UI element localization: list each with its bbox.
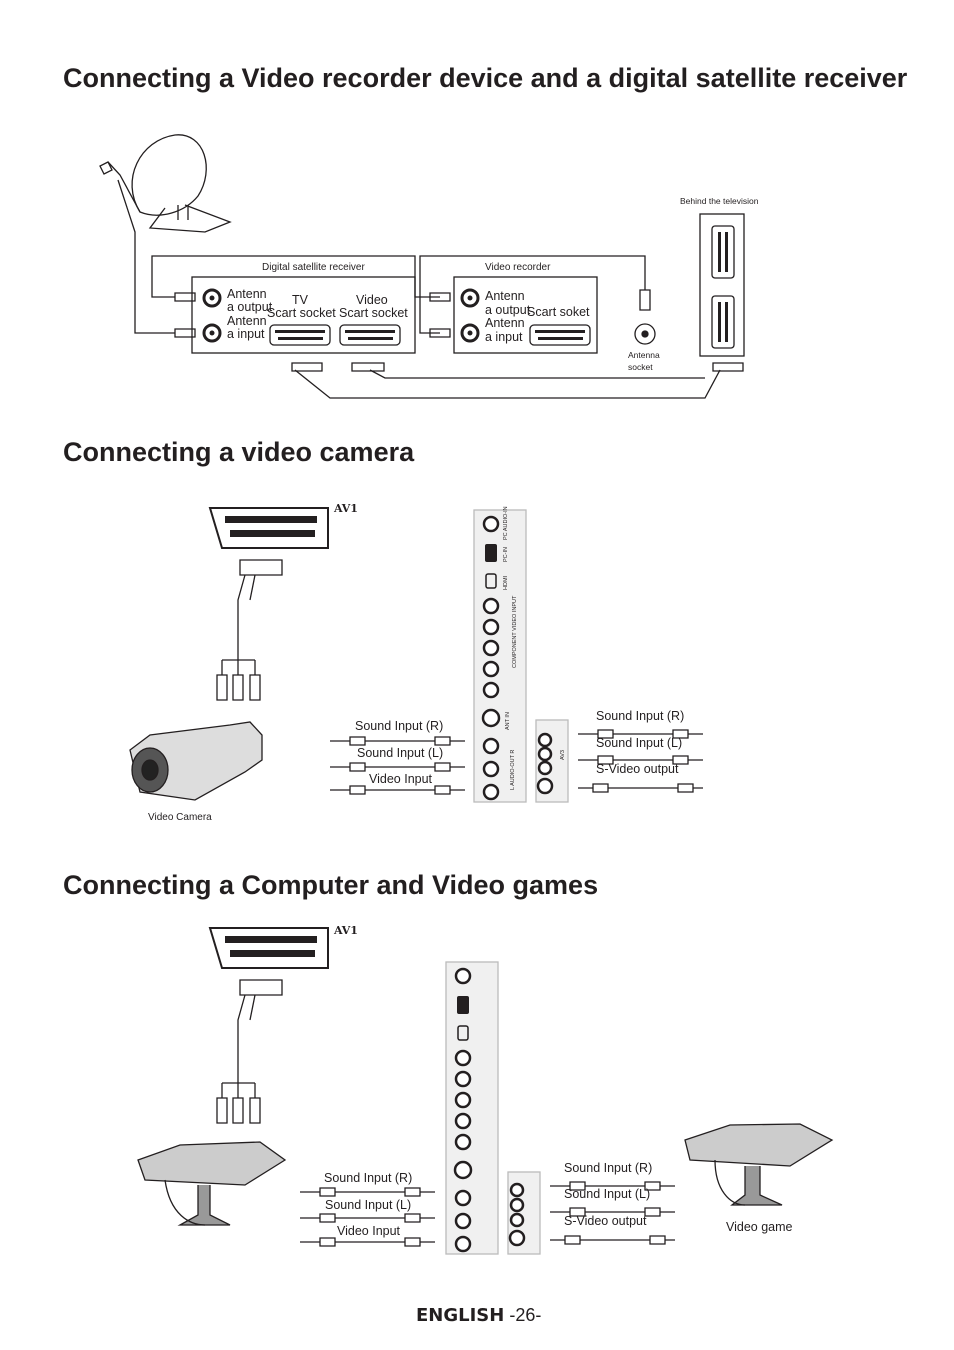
games-diagram	[137, 927, 834, 1255]
panel-pc-audio-label: PC AUDIO-IN	[503, 506, 509, 540]
satellite-receiver-box	[191, 276, 416, 354]
receiver-antenna-in-1: Antenn	[227, 314, 267, 328]
game-console-right-icon	[684, 1123, 834, 1167]
video-recorder-box	[453, 276, 598, 354]
tv-back-panel	[699, 213, 745, 357]
games-right-sound-l-label: Sound Input (L)	[564, 1187, 651, 1201]
antenna-socket-label-2: socket	[628, 362, 653, 372]
game-console-left-icon	[137, 1141, 287, 1186]
games-sound-l-label: Sound Input (L)	[325, 1198, 412, 1212]
panel-hdmi-label: HDMI	[503, 575, 509, 590]
footer-language: ENGLISH	[416, 1305, 505, 1326]
behind-tv-label: Behind the television	[680, 196, 759, 206]
camera-diagram	[129, 507, 703, 803]
panel-ant-in-label: ANT IN	[505, 712, 511, 730]
camera-svideo-label: S-Video output	[596, 762, 679, 776]
section-title-camera: Connecting a video camera	[63, 437, 415, 467]
video-camera-label: Video Camera	[148, 812, 212, 823]
section-title-satellite: Connecting a Video recorder device and a…	[63, 63, 908, 93]
panel-audio-out-label: L AUDIO-OUT R	[510, 749, 516, 790]
recorder-antenna-in-1: Antenn	[485, 316, 525, 330]
satellite-dish-icon	[131, 134, 207, 216]
page-footer: ENGLISH -26-	[416, 1305, 541, 1326]
av1-scart-icon	[208, 507, 329, 549]
footer-page-number: -26-	[509, 1305, 542, 1325]
recorder-title: Video recorder	[485, 262, 551, 273]
receiver-antenna-in-2: a input	[227, 327, 265, 341]
camera-sound-l-label: Sound Input (L)	[357, 746, 444, 760]
tv-scart-label-1: TV	[292, 293, 308, 307]
games-right-sound-r-label: Sound Input (R)	[564, 1161, 653, 1175]
recorder-antenna-in-2: a input	[485, 330, 523, 344]
section-title-games: Connecting a Computer and Video games	[63, 870, 599, 900]
receiver-antenna-out-2: a output	[227, 300, 273, 314]
video-game-label: Video game	[726, 1220, 793, 1234]
tv-scart-label-2: Scart socket	[267, 306, 336, 320]
receiver-antenna-out-1: Antenn	[227, 287, 267, 301]
games-av1-scart-icon	[208, 927, 329, 969]
video-scart-label-1: Video	[356, 293, 388, 307]
panel-av3-label: AV3	[560, 750, 566, 760]
recorder-antenna-out-1: Antenn	[485, 289, 525, 303]
camera-video-input-label: Video Input	[369, 772, 433, 786]
camera-av1-label: AV1	[334, 502, 358, 515]
camera-right-sound-l-label: Sound Input (L)	[596, 736, 683, 750]
games-av1-label: AV1	[334, 924, 358, 937]
video-scart-label-2: Scart socket	[339, 306, 408, 320]
panel-component-label: COMPONENT VIDEO INPUT	[512, 595, 518, 668]
panel-pc-in-label: PC-IN	[503, 547, 509, 562]
antenna-socket-label-1: Antenna	[628, 350, 660, 360]
camera-sound-r-label: Sound Input (R)	[355, 719, 444, 733]
camera-right-sound-r-label: Sound Input (R)	[596, 709, 685, 723]
receiver-title: Digital satellite receiver	[262, 262, 365, 273]
games-svideo-label: S-Video output	[564, 1214, 647, 1228]
games-video-input-label: Video Input	[337, 1224, 401, 1238]
recorder-scart-label: Scart soket	[527, 305, 590, 319]
games-connector-panel	[445, 961, 499, 1255]
connector-panel	[473, 509, 527, 803]
recorder-antenna-out-2: a output	[485, 303, 531, 317]
satellite-diagram	[99, 134, 745, 399]
games-sound-r-label: Sound Input (R)	[324, 1171, 413, 1185]
